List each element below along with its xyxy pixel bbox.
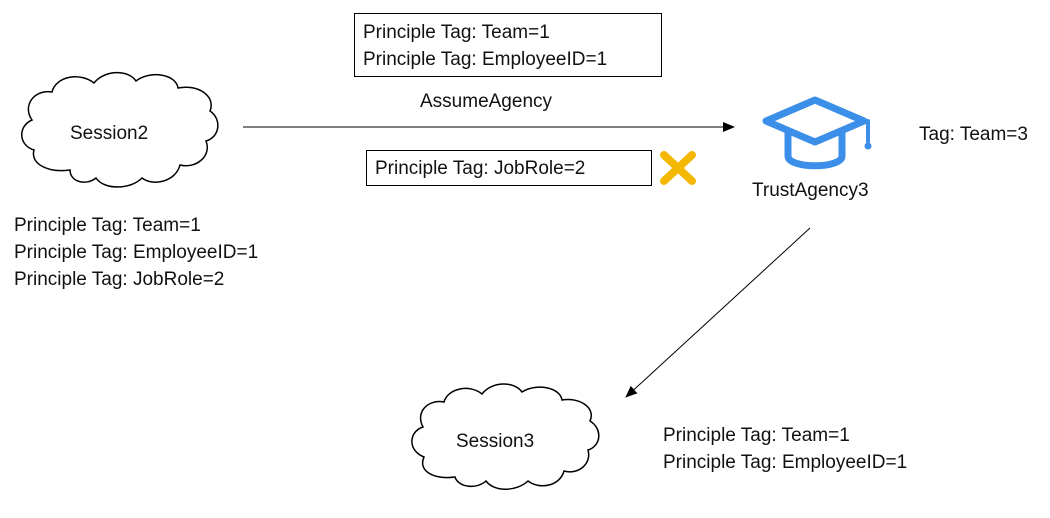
session3-tag: Principle Tag: EmployeeID=1	[663, 452, 908, 473]
session3-tag-list: Principle Tag: Team=1 Principle Tag: Emp…	[663, 422, 907, 476]
graduation-cap-icon	[762, 96, 872, 170]
session3-cloud	[411, 383, 600, 490]
assume-agency-label: AssumeAgency	[420, 91, 553, 112]
cross-icon	[660, 151, 696, 185]
issue-session-arrow	[625, 227, 811, 398]
passed-tags-box: Principle Tag: Team=1 Principle Tag: Emp…	[354, 13, 662, 77]
session2-tag-list: Principle Tag: Team=1 Principle Tag: Emp…	[14, 212, 258, 293]
session2-cloud	[21, 71, 219, 188]
session2-tag: Principle Tag: Team=1	[14, 215, 201, 236]
session2-label: Session2	[70, 123, 149, 144]
trust-agency-tag: Tag: Team=3	[919, 124, 1028, 145]
passed-tag: Principle Tag: Team=1	[363, 22, 550, 43]
passed-tag: Principle Tag: EmployeeID=1	[363, 49, 608, 70]
blocked-tag: Principle Tag: JobRole=2	[375, 158, 586, 179]
blocked-tag-box: Principle Tag: JobRole=2	[366, 150, 652, 186]
trust-agency-label: TrustAgency3	[752, 180, 869, 201]
session2-tag: Principle Tag: EmployeeID=1	[14, 242, 259, 263]
session2-tag: Principle Tag: JobRole=2	[14, 269, 225, 290]
session3-tag: Principle Tag: Team=1	[663, 425, 850, 446]
session3-label: Session3	[456, 431, 535, 452]
